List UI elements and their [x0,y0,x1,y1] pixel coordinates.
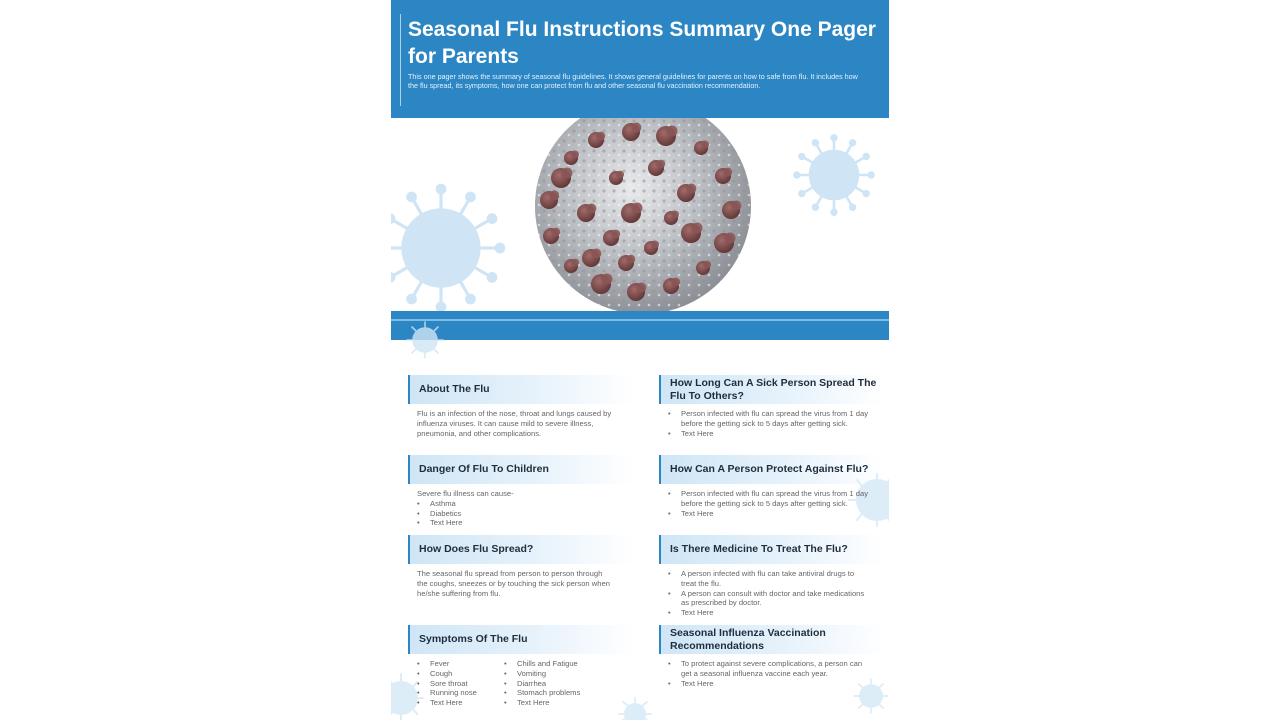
header-banner: Seasonal Flu Instructions Summary One Pa… [391,0,889,118]
section-vaccination: Seasonal Influenza Vaccination Recommend… [659,625,885,688]
virus-main [535,118,751,311]
section-title: Seasonal Influenza Vaccination Recommend… [670,627,826,652]
section-title: How Can A Person Protect Against Flu? [670,463,869,476]
virus-image [391,118,889,311]
list-item: Person infected with flu can spread the … [668,489,871,509]
section-heading: How Long Can A Sick Person Spread The Fl… [659,375,885,404]
section-title: How Long Can A Sick Person Spread The Fl… [670,377,877,402]
section-about-flu: About The Flu Flu is an infection of the… [408,375,634,438]
list-item: Text Here [668,429,871,439]
section-title: Symptoms Of The Flu [419,633,528,646]
list-item: Cough [417,669,504,679]
list-item: Text Here [668,679,871,689]
accent-band [391,311,889,340]
virus-decoration-right [793,134,875,216]
section-heading: Symptoms Of The Flu [408,625,634,654]
section-heading: Danger Of Flu To Children [408,455,634,484]
section-danger-children: Danger Of Flu To Children Severe flu ill… [408,455,634,528]
section-title: About The Flu [419,383,490,396]
section-body: Severe flu illness can cause- Asthma Dia… [408,484,634,528]
virus-decoration-icon [853,678,889,714]
list-item: Asthma [417,499,620,509]
bullet-list: Fever Cough Sore throat Running nose Tex… [417,659,504,708]
one-pager: Seasonal Flu Instructions Summary One Pa… [391,0,889,720]
virus-decoration-left [391,183,506,311]
section-body: Flu is an infection of the nose, throat … [408,404,634,438]
list-item: Text Here [417,518,620,528]
section-text: Flu is an infection of the nose, throat … [417,409,612,438]
list-item: Text Here [504,698,591,708]
section-medicine: Is There Medicine To Treat The Flu? A pe… [659,535,885,618]
section-protect: How Can A Person Protect Against Flu? Pe… [659,455,885,518]
bullet-list: Person infected with flu can spread the … [668,489,885,518]
list-item: Vomiting [504,669,591,679]
list-item: Stomach problems [504,688,591,698]
list-item: Sore throat [417,679,504,689]
section-heading: Seasonal Influenza Vaccination Recommend… [659,625,885,654]
bullet-list: Chills and Fatigue Vomiting Diarrhea Sto… [504,659,591,708]
list-item: A person infected with flu can take anti… [668,569,871,589]
header-divider [400,14,401,106]
list-item: Chills and Fatigue [504,659,591,669]
section-body: The seasonal flu spread from person to p… [408,564,634,598]
bullet-list: To protect against severe complications,… [668,659,885,688]
list-item: Running nose [417,688,504,698]
section-heading: Is There Medicine To Treat The Flu? [659,535,885,564]
section-heading: About The Flu [408,375,634,404]
virus-spikes [540,122,742,301]
section-title: Is There Medicine To Treat The Flu? [670,543,848,556]
list-item: To protect against severe complications,… [668,659,871,679]
section-symptoms: Symptoms Of The Flu Fever Cough Sore thr… [408,625,634,708]
section-body: To protect against severe complications,… [659,654,885,688]
list-item: A person can consult with doctor and tak… [668,589,871,609]
list-item: Fever [417,659,504,669]
section-body: Person infected with flu can spread the … [659,404,885,438]
section-title: How Does Flu Spread? [419,543,534,556]
list-item: Text Here [668,608,871,618]
virus-illustration [391,118,875,311]
section-text: Severe flu illness can cause- [417,489,514,498]
page-description: This one pager shows the summary of seas… [408,72,858,90]
list-item: Person infected with flu can spread the … [668,409,871,429]
virus-decoration-icon [618,697,652,720]
section-how-long-spread: How Long Can A Sick Person Spread The Fl… [659,375,885,438]
bullet-list: Person infected with flu can spread the … [668,409,885,438]
list-item: Diabetics [417,509,620,519]
section-flu-spread: How Does Flu Spread? The seasonal flu sp… [408,535,634,598]
list-item: Text Here [417,698,504,708]
bullet-list: A person infected with flu can take anti… [668,569,885,618]
virus-decoration-icon [406,321,444,359]
section-text: The seasonal flu spread from person to p… [417,569,610,598]
section-body: A person infected with flu can take anti… [659,564,885,618]
section-body: Fever Cough Sore throat Running nose Tex… [408,654,634,708]
band-stripe [391,319,889,321]
section-heading: How Can A Person Protect Against Flu? [659,455,885,484]
section-heading: How Does Flu Spread? [408,535,634,564]
page-title: Seasonal Flu Instructions Summary One Pa… [408,18,876,68]
list-item: Diarrhea [504,679,591,689]
list-item: Text Here [668,509,871,519]
bullet-list: Asthma Diabetics Text Here [417,499,634,528]
section-title: Danger Of Flu To Children [419,463,549,476]
section-body: Person infected with flu can spread the … [659,484,885,518]
virus-decoration-icon [391,673,424,720]
